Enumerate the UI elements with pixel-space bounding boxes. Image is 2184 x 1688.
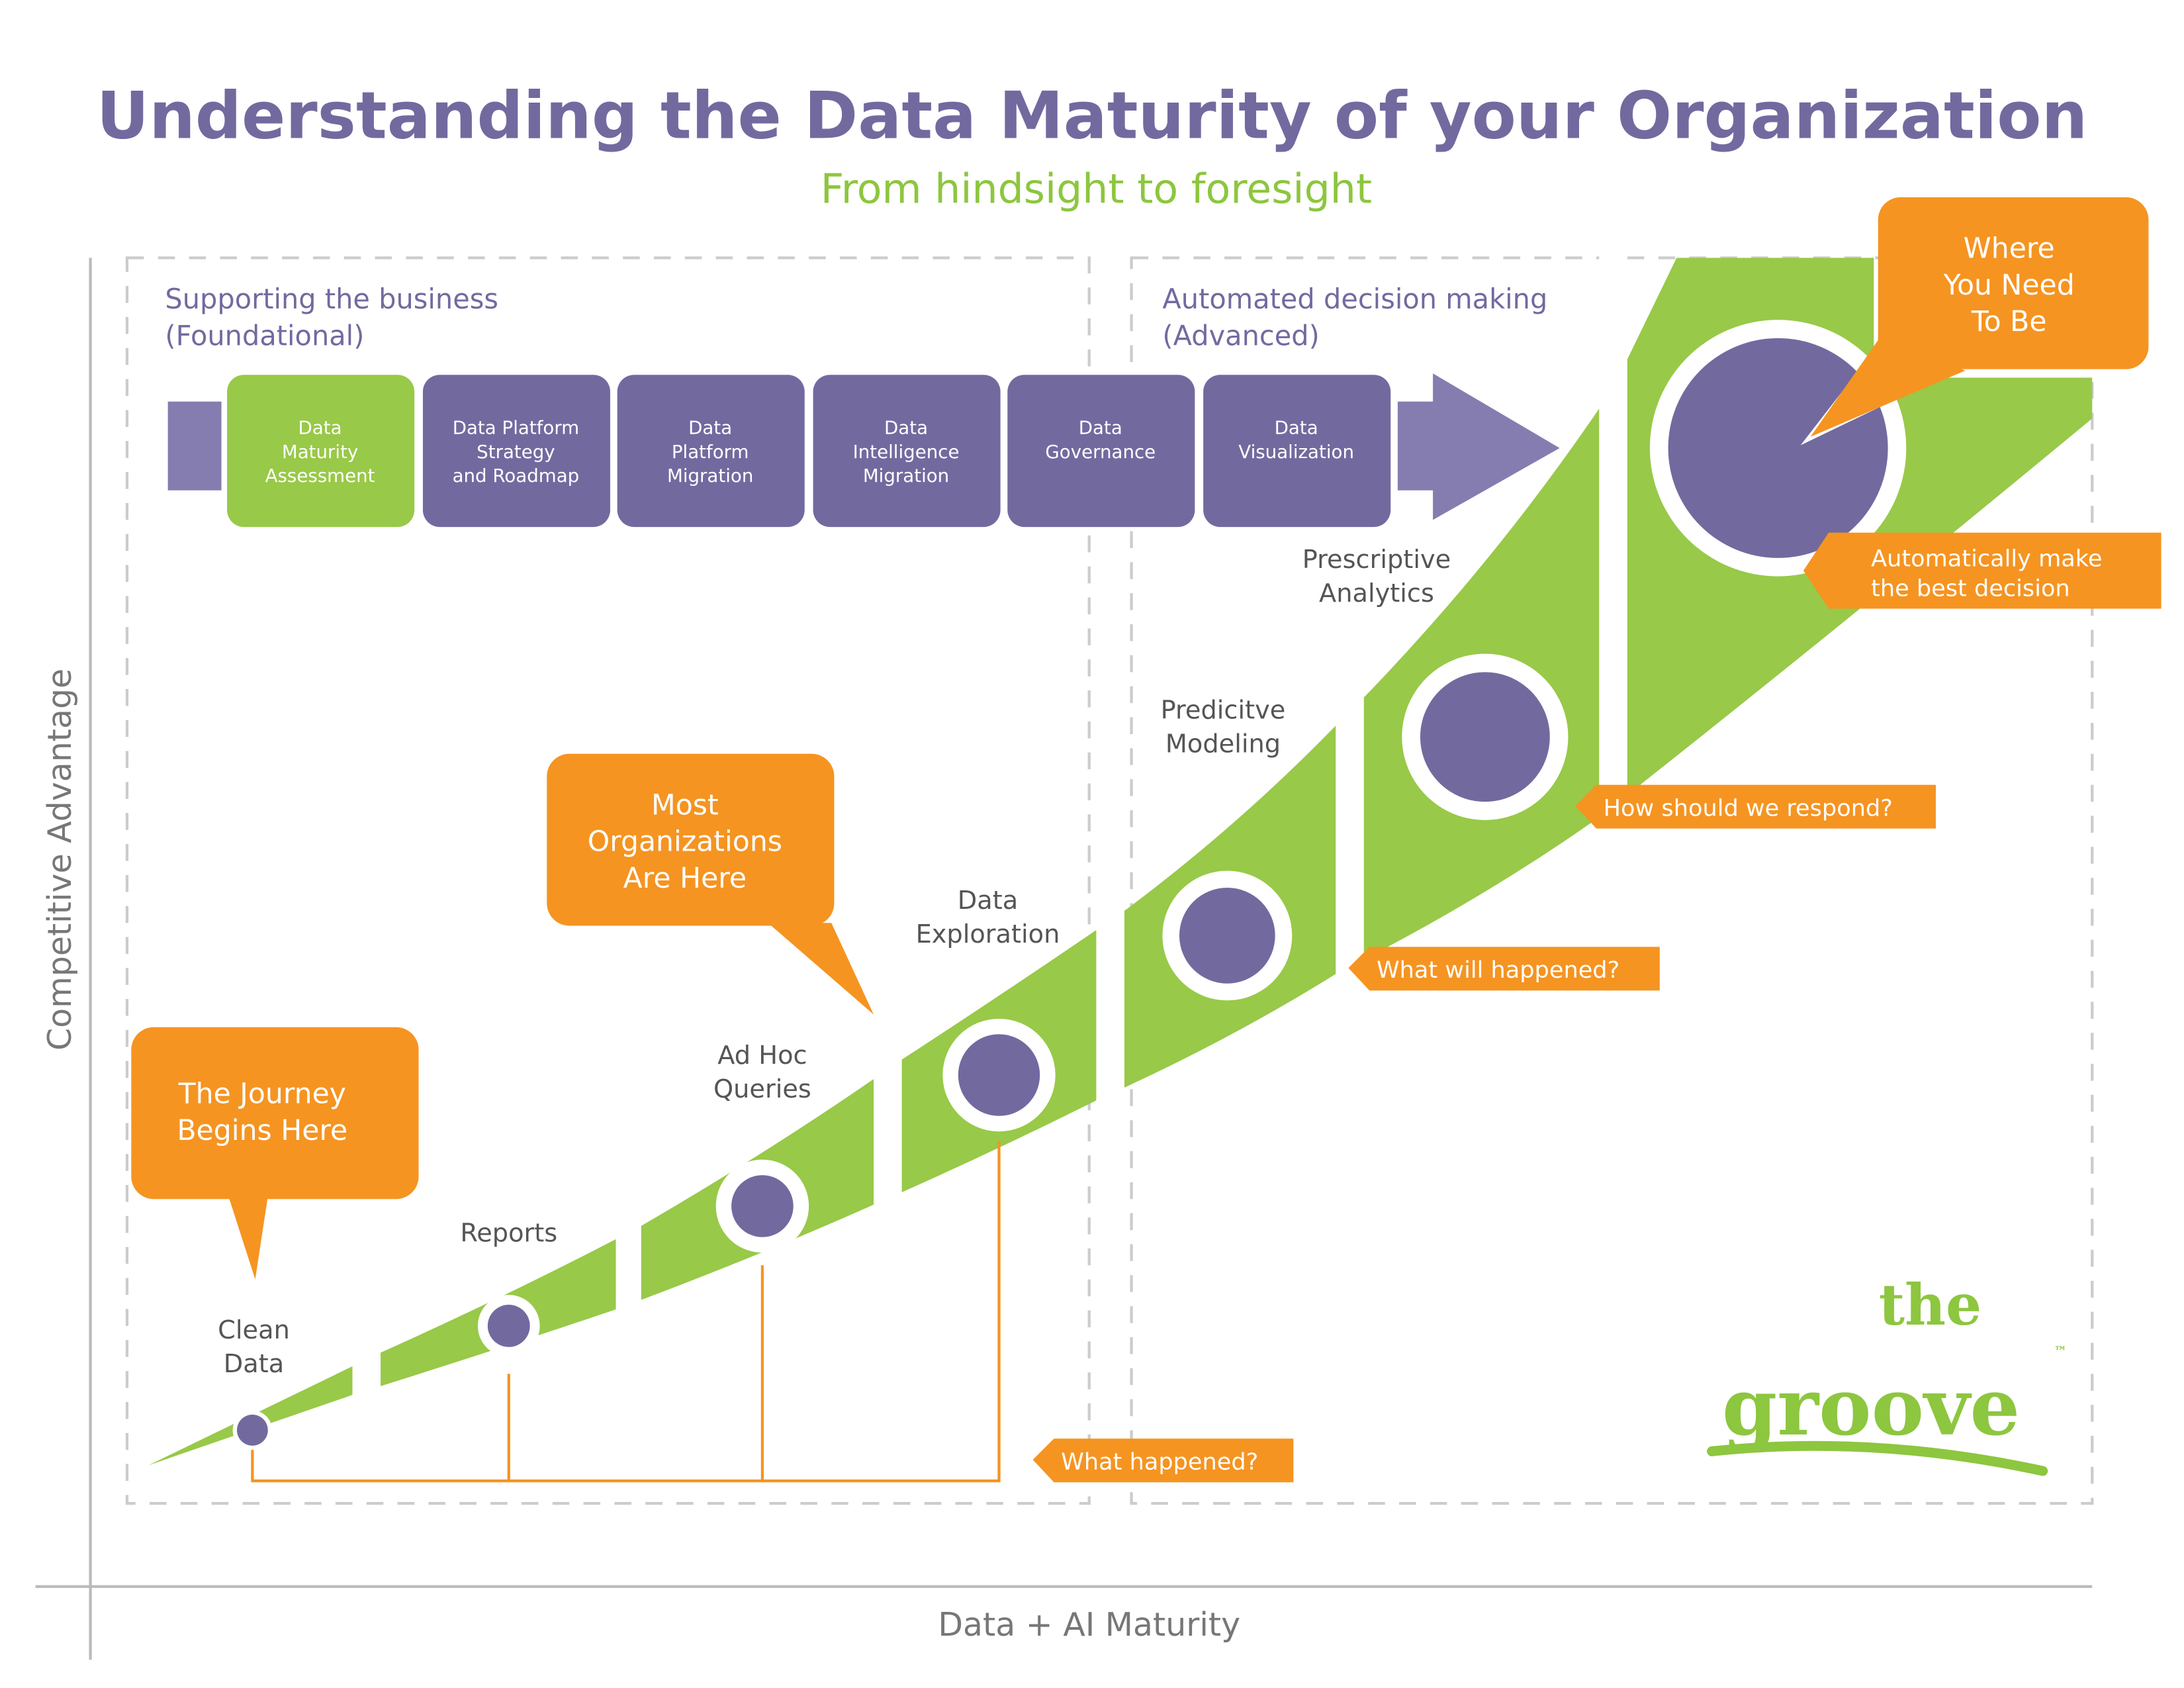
logo-trademark: ™ [2054, 1344, 2067, 1359]
band-gaps [352, 254, 1627, 1438]
svg-text:What will happened?: What will happened? [1377, 957, 1619, 984]
page-title: Understanding the Data Maturity of your … [97, 79, 2088, 154]
subtitle: From hindsight to foresight [821, 165, 1372, 213]
foundational-region [125, 256, 1091, 1505]
process-step-box [422, 375, 611, 528]
process-step-box [1007, 375, 1195, 528]
tag-how-should-we-respond: How should we respond? [1575, 784, 1936, 829]
connector-lines [251, 1141, 1001, 1483]
foundational-heading: Supporting the business(Foundational) [165, 283, 498, 352]
y-axis-label: Competitive Advantage [41, 669, 79, 1051]
process-step-box [813, 375, 1001, 528]
stage-label-reports: Reports [460, 1218, 557, 1248]
svg-text:What happened?: What happened? [1061, 1448, 1258, 1476]
logo-the: the [1879, 1272, 1981, 1338]
tag-what-happened: What happened? [1032, 1438, 1294, 1483]
advanced-heading: Automated decision making(Advanced) [1162, 283, 1547, 352]
process-step-box [1203, 375, 1391, 528]
process-step-box [617, 375, 805, 528]
process-arrow-icon [1397, 373, 1560, 520]
stage-markers [232, 320, 1907, 1450]
process-start-block [167, 401, 222, 491]
the-groove-logo: the groove ™ [1707, 1272, 2067, 1476]
process-step-box [227, 375, 415, 528]
logo-groove: groove [1722, 1361, 2020, 1454]
x-axis-label: Data + AI Maturity [938, 1606, 1240, 1644]
svg-text:How should we respond?: How should we respond? [1604, 794, 1893, 821]
tag-what-will-happen: What will happened? [1348, 947, 1660, 991]
